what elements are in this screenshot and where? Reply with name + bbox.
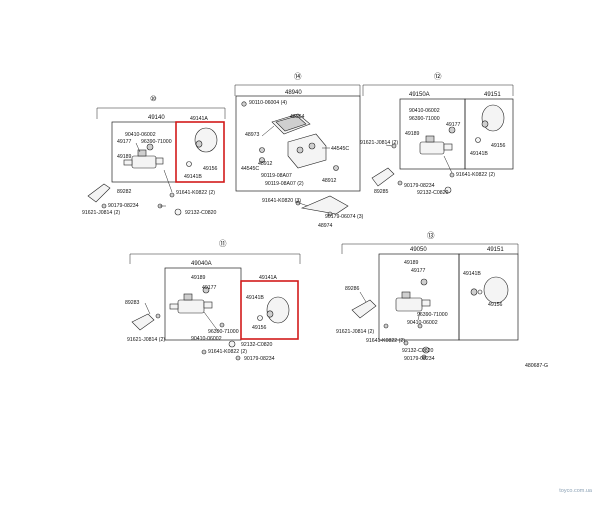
section-14-label-1[interactable]: 90110-06004 (4) — [249, 100, 287, 106]
section-12-label-1[interactable]: 90410-06002 — [409, 108, 440, 114]
section-11-bracket — [131, 313, 155, 331]
section-12-label-10[interactable]: 90179-08234 — [404, 183, 435, 189]
section-13-label-9[interactable]: 91641-K0822 (2) — [366, 338, 405, 344]
section-11-label-3[interactable]: 89283 — [125, 300, 140, 306]
section-14-label-9[interactable]: 48912 — [322, 178, 337, 184]
section-14-label-10[interactable]: 91641-K0820 (3) — [262, 198, 301, 204]
section-13-label-8[interactable]: 90410-06002 — [407, 320, 438, 326]
section-12-label-2[interactable]: 96390-71000 — [409, 116, 440, 122]
section-10-label-1[interactable]: 90410-06002 — [125, 132, 156, 138]
section-12-label-9[interactable]: 91641-K0822 (2) — [456, 172, 495, 178]
section-12-label-7[interactable]: 49156 — [491, 143, 506, 149]
section-12-bracket — [371, 167, 395, 187]
section-10-diaphragm — [186, 127, 218, 167]
section-13-label-1[interactable]: 49189 — [404, 260, 419, 266]
section-10-label-9[interactable]: 90179-08234 — [108, 203, 139, 209]
section-10-highlight-box — [175, 121, 225, 183]
section-13-label-7[interactable]: 91621-J0814 (2) — [336, 329, 374, 335]
section-12-valve-body — [419, 126, 456, 155]
section-13-valve-body — [395, 278, 431, 312]
section-12-subassembly-box — [464, 98, 514, 170]
section-13: ⑬ 49050 49151 49189 49177 49141B 89286 4… — [336, 231, 519, 362]
section-13-subassembly-box — [458, 253, 519, 341]
section-11-highlight-box — [240, 280, 299, 340]
section-11-label-6[interactable]: 96390-71000 — [208, 329, 239, 335]
section-14-label-8[interactable]: 90119-08A07 (2) — [265, 181, 304, 187]
section-13-label-2[interactable]: 49177 — [411, 268, 426, 274]
section-13-assembly-label-1[interactable]: 49050 — [410, 247, 427, 253]
section-14-bracket — [300, 195, 349, 215]
section-14-assembly-label[interactable]: 48940 — [285, 90, 302, 96]
section-10-label-4[interactable]: 49189 — [117, 154, 132, 160]
section-11-assembly-label[interactable]: 49040A — [191, 261, 212, 267]
section-12-assembly-label-1[interactable]: 49150A — [409, 92, 430, 98]
section-13-label-5[interactable]: 49156 — [488, 302, 503, 308]
section-10-label-5[interactable]: 49156 — [203, 166, 218, 172]
section-14-label-12[interactable]: 48974 — [318, 223, 333, 229]
section-13-label-11[interactable]: 90179-08234 — [404, 356, 435, 362]
section-10-label-6[interactable]: 49141B — [184, 174, 202, 180]
section-10-number[interactable]: ⑩ — [150, 94, 157, 103]
section-12-diaphragm — [475, 104, 505, 143]
section-10-label-7[interactable]: 89282 — [117, 189, 132, 195]
section-14: ⑭ 48940 90110-06004 (4) 48964 48973 4454… — [234, 72, 364, 229]
section-13-label-4[interactable]: 89286 — [345, 286, 360, 292]
section-12-assembly-label-2[interactable]: 49151 — [484, 92, 501, 98]
section-14-assembly-box — [235, 95, 361, 192]
section-12-label-11[interactable]: 92132-C0820 — [417, 190, 449, 196]
section-14-label-5[interactable]: 48912 — [258, 161, 273, 167]
section-10-label-2[interactable]: 49177 — [117, 139, 132, 145]
section-12-label-5[interactable]: 91621-J0814 (2) — [360, 140, 398, 146]
section-14-label-4[interactable]: 44545C — [331, 146, 349, 152]
section-11-label-8[interactable]: 90410-06002 — [191, 336, 222, 342]
section-12-number[interactable]: ⑫ — [434, 72, 442, 81]
section-11-label-7[interactable]: 91621-J0814 (2) — [127, 337, 165, 343]
section-14-label-3[interactable]: 48973 — [245, 132, 260, 138]
section-10-assembly-label[interactable]: 49140 — [148, 115, 165, 121]
section-11-label-4[interactable]: 49141B — [246, 295, 264, 301]
section-14-number[interactable]: ⑭ — [294, 72, 302, 81]
section-10-bracket — [87, 183, 111, 203]
section-12-label-6[interactable]: 49141B — [470, 151, 488, 157]
section-13-label-3[interactable]: 49141B — [463, 271, 481, 277]
section-10-label-11[interactable]: 92132-C0820 — [185, 210, 217, 216]
diagram-id: 480687-G — [525, 363, 548, 369]
section-10-label-8[interactable]: 91641-K0822 (2) — [176, 190, 215, 196]
section-13-diaphragm — [470, 276, 509, 304]
section-11-label-9[interactable]: 92132-C0820 — [241, 342, 273, 348]
section-13-label-6[interactable]: 96390-71000 — [417, 312, 448, 318]
section-11-label-11[interactable]: 90179-08234 — [244, 356, 275, 362]
section-11-highlight-label[interactable]: 49141A — [259, 275, 277, 281]
section-14-label-7[interactable]: 90119-08A07 — [261, 173, 292, 179]
section-11-label-2[interactable]: 49177 — [202, 285, 217, 291]
section-11-diaphragm — [257, 296, 290, 324]
section-14-solenoid-block — [287, 133, 327, 169]
section-10-label-10[interactable]: 91621-J0814 (2) — [82, 210, 120, 216]
section-11-number[interactable]: ⑪ — [219, 239, 227, 248]
section-11-label-10[interactable]: 91641-K0822 (2) — [208, 349, 247, 355]
section-10-valve-body — [123, 143, 164, 169]
section-13-bracket — [351, 299, 377, 319]
section-12-label-8[interactable]: 89285 — [374, 189, 389, 195]
section-13-label-10[interactable]: 92132-C0820 — [402, 348, 434, 354]
watermark: toyco.com.ua — [559, 488, 592, 494]
section-11-label-1[interactable]: 49189 — [191, 275, 206, 281]
section-13-number[interactable]: ⑬ — [427, 231, 435, 240]
section-14-label-6[interactable]: 44545C — [241, 166, 259, 172]
section-12: ⑫ 49150A 49151 90410-06002 96390-71000 4… — [360, 72, 514, 196]
section-12-label-4[interactable]: 49189 — [405, 131, 420, 137]
section-14-cover — [271, 113, 311, 135]
section-10: ⑩ 49140 49141A 90410-06002 49177 96390-7… — [82, 94, 226, 216]
section-14-label-2[interactable]: 48964 — [290, 114, 305, 120]
section-10-label-3[interactable]: 96390-71000 — [141, 139, 172, 145]
section-10-highlight-label[interactable]: 49141A — [190, 116, 208, 122]
section-12-label-3[interactable]: 49177 — [446, 122, 461, 128]
section-11-label-5[interactable]: 49156 — [252, 325, 267, 331]
section-11: ⑪ 49040A 49141A 49189 49177 89283 49141B… — [125, 239, 301, 362]
section-14-label-11[interactable]: 90179-06074 (3) — [325, 214, 364, 220]
section-13-assembly-label-2[interactable]: 49151 — [487, 247, 504, 253]
section-11-valve-body — [169, 286, 213, 314]
